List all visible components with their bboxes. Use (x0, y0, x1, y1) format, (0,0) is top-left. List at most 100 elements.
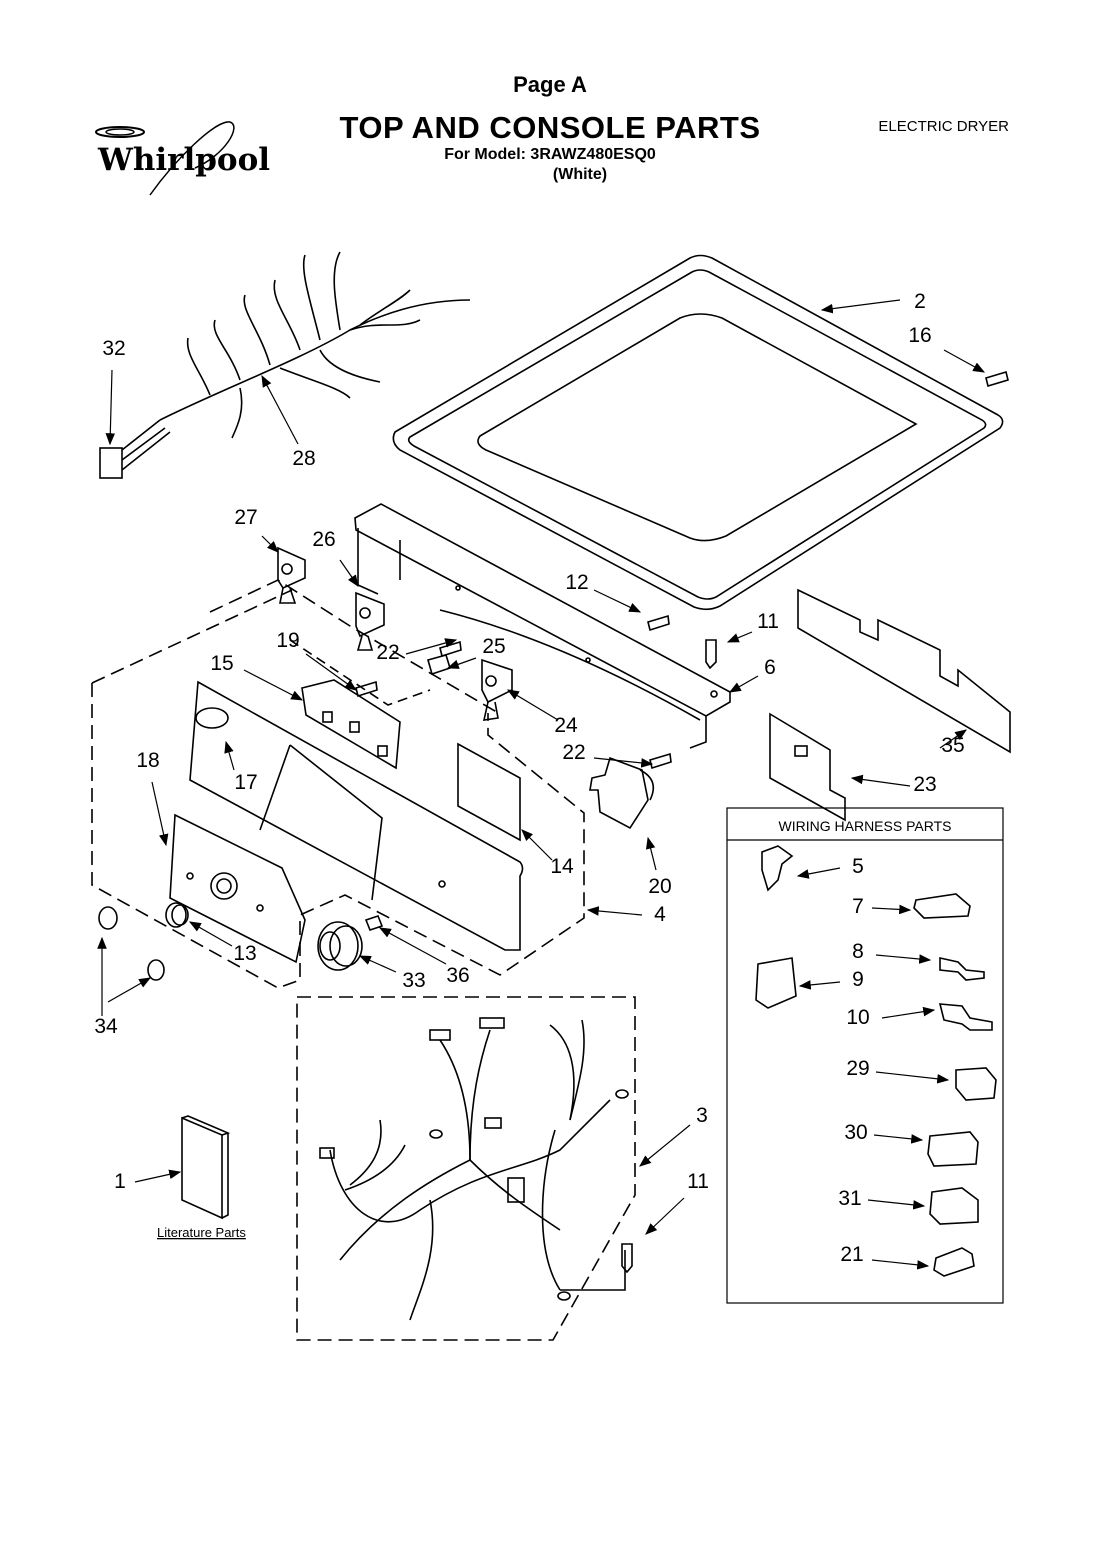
callout-label: 4 (654, 903, 666, 926)
connector-29-icon (955, 1067, 997, 1101)
callout-arrow (875, 954, 932, 964)
callout-label: 8 (852, 940, 864, 963)
literature-booklet (181, 1116, 223, 1220)
connector-31-icon (929, 1187, 979, 1225)
callout-arrow (105, 369, 116, 446)
callout-arrow (224, 740, 235, 771)
knob-insert (98, 906, 118, 930)
callout-arrows (97, 299, 986, 1270)
callout-arrow (134, 1169, 182, 1183)
callout-arrow (506, 689, 559, 721)
brand-logo (95, 121, 235, 196)
callout-label: 30 (844, 1121, 867, 1144)
callout-label: 20 (648, 875, 671, 898)
console-end-panel (169, 813, 306, 964)
console-back-panel (354, 503, 731, 749)
callout-arrow (586, 906, 643, 916)
screw-icon (649, 752, 672, 770)
screw-icon (985, 370, 1009, 388)
screw-icon (705, 639, 717, 670)
callout-label: 2 (914, 290, 926, 313)
callout-label: 23 (913, 773, 936, 796)
connector-25 (427, 654, 451, 676)
callout-arrow (943, 349, 986, 373)
screw-icon (355, 680, 378, 698)
callout-arrow (639, 1124, 691, 1167)
switch-board (301, 679, 401, 770)
callout-arrow (850, 774, 911, 787)
wiring-harness-top (99, 251, 471, 479)
callout-arrow (796, 867, 841, 879)
control-board (769, 712, 846, 822)
callout-label: 26 (312, 528, 335, 551)
terminal-large-icon (938, 1003, 993, 1031)
callout-arrow (378, 927, 447, 965)
callout-arrow (728, 675, 759, 693)
callout-arrow (871, 1259, 930, 1270)
callout-label: 36 (446, 964, 469, 987)
callout-label: 13 (233, 942, 256, 965)
callout-arrow (446, 657, 477, 669)
terminal-icon (939, 957, 985, 981)
callout-arrow (939, 729, 967, 749)
console-assembly-outline (91, 683, 585, 989)
callout-label: 1 (114, 1170, 126, 1193)
wiring-parts-panel (726, 807, 1004, 1304)
callout-label: 32 (102, 337, 125, 360)
door-switch (589, 756, 649, 830)
screw-icon (647, 614, 670, 632)
callout-label: 7 (852, 895, 864, 918)
page-label: Page A (513, 72, 587, 97)
callout-arrow (358, 955, 397, 973)
multi-pin-connector-icon (755, 957, 797, 1009)
callout-label: 6 (764, 656, 776, 679)
insulation-sheet (797, 588, 1011, 754)
callout-label: 10 (846, 1006, 869, 1029)
literature-label: Literature Parts (157, 1225, 246, 1240)
callout-label: 9 (852, 968, 864, 991)
timer-switch (277, 546, 306, 590)
page-title: TOP AND CONSOLE PARTS (339, 110, 761, 145)
callout-arrow (645, 1197, 685, 1235)
brand-name: Whirlpool (97, 142, 270, 178)
harness-assembly-outline (296, 996, 636, 1341)
cycle-switch (481, 658, 513, 704)
callout-label: 16 (908, 324, 931, 347)
callout-arrow (243, 669, 304, 701)
temperature-switch (355, 591, 385, 638)
callout-label: 28 (292, 447, 315, 470)
model-number: For Model: 3RAWZ480ESQ0 (444, 146, 656, 163)
callout-arrow (881, 1006, 936, 1019)
callout-label: 12 (565, 571, 588, 594)
callout-label: 15 (210, 652, 233, 675)
knob (317, 921, 363, 971)
callout-label: 22 (562, 741, 585, 764)
model-color: (White) (552, 166, 608, 183)
callout-label: 5 (852, 855, 864, 878)
screw-icon (621, 1243, 633, 1274)
wiring-parts-title: WIRING HARNESS PARTS (779, 818, 952, 834)
callout-label: 24 (554, 714, 578, 737)
callout-arrow (261, 535, 279, 553)
wiring-harness-main (319, 1017, 629, 1321)
callout-arrow (820, 299, 901, 314)
callout-arrow (261, 374, 299, 445)
callout-arrow (871, 904, 912, 915)
callout-label: 19 (276, 629, 299, 652)
top-panel (392, 254, 1004, 611)
callout-arrow (875, 1071, 950, 1084)
callout-label: 11 (687, 1170, 709, 1193)
spring-clip (364, 915, 384, 931)
callout-arrow (726, 631, 753, 643)
connector-housing-icon (913, 893, 971, 919)
callout-label: 22 (376, 641, 399, 664)
callout-label: 14 (550, 855, 574, 878)
callout-arrow (645, 836, 657, 871)
callout-arrow (151, 781, 169, 847)
push-button (165, 902, 187, 928)
callout-arrow (305, 653, 357, 691)
callout-label: 11 (757, 610, 779, 633)
callouts: 1234567891011111213141516171819202122222… (94, 290, 964, 1266)
callout-arrow (405, 638, 458, 655)
